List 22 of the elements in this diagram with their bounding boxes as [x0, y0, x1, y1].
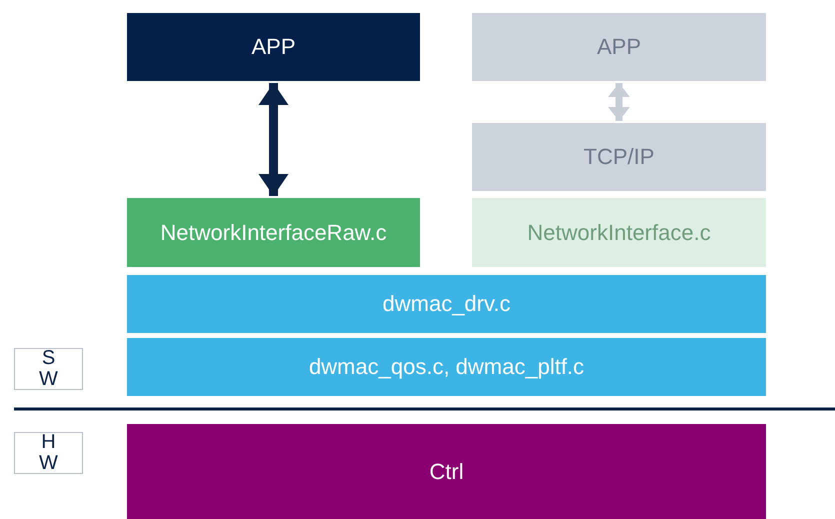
box-label: dwmac_qos.c, dwmac_pltf.c — [308, 354, 584, 380]
box-label: Ctrl — [429, 458, 464, 484]
stack-box — [472, 123, 766, 191]
app-box — [472, 13, 766, 81]
box-label: APP — [251, 34, 296, 60]
driver-box — [127, 275, 766, 333]
hardware-box — [127, 424, 766, 519]
box-label: dwmac_drv.c — [382, 291, 510, 317]
double-arrow — [258, 83, 288, 196]
interface-box — [127, 198, 420, 267]
interface-box — [472, 198, 766, 267]
box-label: NetworkInterface.c — [527, 220, 711, 246]
box-label: NetworkInterfaceRaw.c — [160, 220, 387, 246]
layer-tag — [14, 348, 83, 390]
driver-box — [127, 338, 766, 396]
box-label: APP — [596, 34, 642, 60]
layer-tag — [14, 432, 83, 474]
box-label: S W — [38, 348, 58, 390]
app-box — [127, 13, 420, 81]
box-label: TCP/IP — [584, 144, 654, 170]
double-arrow — [608, 83, 630, 121]
box-label: H W — [38, 432, 58, 474]
